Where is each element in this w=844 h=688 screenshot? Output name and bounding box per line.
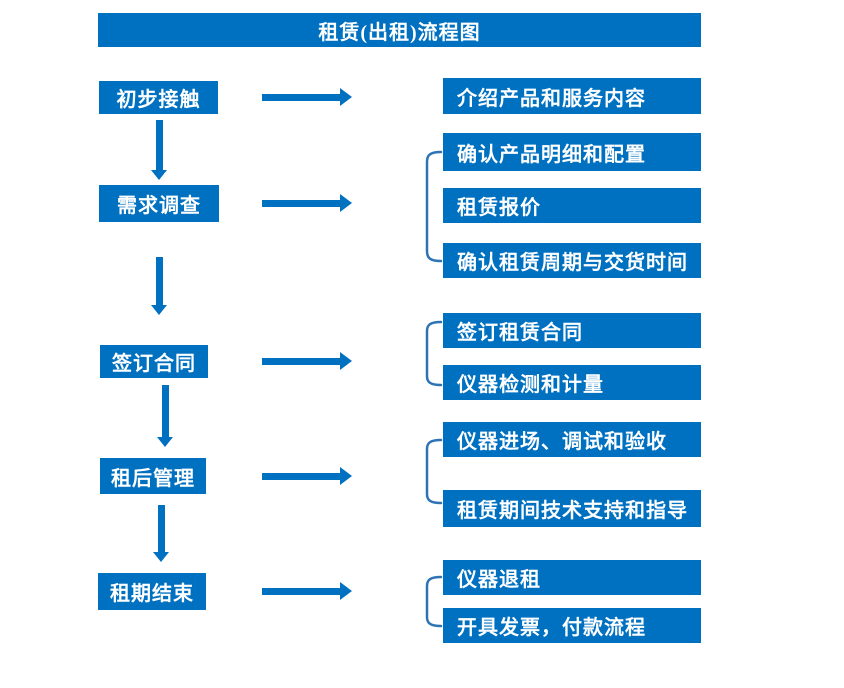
arrow-head-icon [153, 552, 169, 562]
flowchart-title: 租赁(出租)流程图 [98, 13, 701, 47]
arrow-head-icon [151, 305, 167, 315]
step-box-demand-survey: 需求调查 [99, 185, 219, 222]
arrow-head-icon [340, 88, 352, 106]
arrow-head-icon [340, 194, 352, 212]
step-box-lease-end: 租期结束 [98, 573, 206, 610]
step-box-post-rental-management: 租后管理 [100, 458, 206, 494]
output-box-introduce-products-services: 介绍产品和服务内容 [443, 78, 701, 114]
output-box-instrument-return: 仪器退租 [443, 560, 701, 595]
arrow-down-step1-step2 [151, 120, 168, 180]
bracket-step4-outputs [425, 438, 443, 505]
step-box-initial-contact: 初步接触 [99, 81, 218, 114]
arrow-shaft [156, 120, 163, 170]
output-box-sign-rental-contract: 签订租赁合同 [443, 313, 701, 348]
output-box-rental-quotation: 租赁报价 [443, 188, 701, 223]
arrow-head-icon [340, 352, 352, 370]
arrow-head-icon [340, 582, 352, 600]
bracket-step5-outputs [425, 575, 443, 628]
output-box-confirm-product-details: 确认产品明细和配置 [443, 133, 701, 171]
arrow-shaft [156, 257, 163, 305]
arrow-shaft [262, 93, 340, 101]
arrow-right-step1 [262, 88, 352, 106]
arrow-head-icon [340, 467, 352, 485]
arrow-shaft [262, 199, 340, 207]
arrow-down-step3-step4 [157, 385, 174, 447]
arrow-down-step4-step5 [153, 505, 170, 562]
output-box-invoice-payment-process: 开具发票，付款流程 [443, 608, 701, 643]
arrow-right-step3 [262, 352, 352, 370]
output-box-confirm-rental-period-delivery: 确认租赁周期与交货时间 [443, 243, 701, 278]
arrow-head-icon [151, 170, 167, 180]
arrow-shaft [262, 472, 340, 480]
arrow-shaft [162, 385, 169, 437]
output-box-instrument-inspection-metering: 仪器检测和计量 [443, 365, 701, 400]
arrow-shaft [158, 505, 165, 552]
arrow-down-step2-step3 [151, 257, 168, 315]
arrow-right-step2 [262, 194, 352, 212]
arrow-shaft [262, 357, 340, 365]
bracket-step3-outputs [425, 320, 443, 387]
output-box-instrument-entry-debug-acceptance: 仪器进场、调试和验收 [443, 422, 701, 457]
arrow-right-step5 [262, 582, 352, 600]
output-box-technical-support-guidance: 租赁期间技术支持和指导 [443, 490, 701, 527]
arrow-right-step4 [262, 467, 352, 485]
arrow-shaft [262, 587, 340, 595]
arrow-head-icon [157, 437, 173, 447]
bracket-step2-outputs [425, 150, 443, 263]
step-box-sign-contract: 签订合同 [100, 345, 208, 378]
